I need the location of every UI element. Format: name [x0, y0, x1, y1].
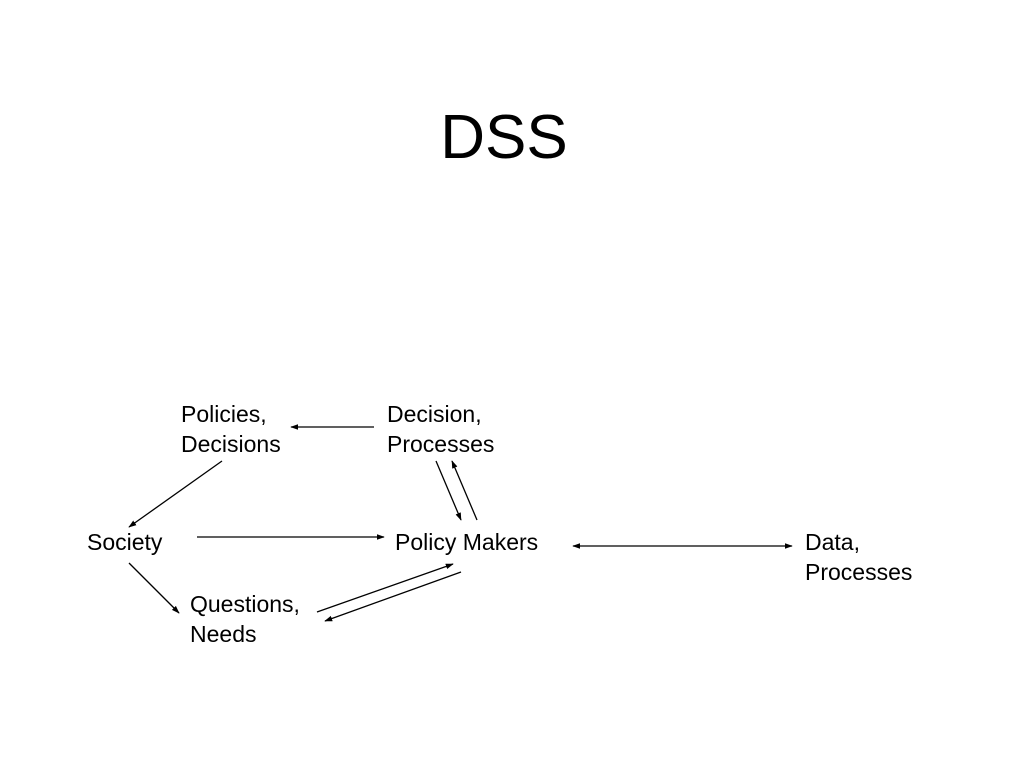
node-policies-decisions-line2: Decisions	[181, 431, 281, 457]
node-decision-processes: Decision, Processes	[387, 399, 494, 459]
node-policies-decisions-line1: Policies,	[181, 401, 267, 427]
node-society-label: Society	[87, 529, 163, 555]
arrow-policymakers-to-questions	[324, 571, 462, 622]
node-society: Society	[87, 527, 162, 557]
node-decision-processes-line2: Processes	[387, 431, 495, 457]
arrow-policymakers-to-decision	[451, 460, 478, 521]
node-data-processes-line2: Processes	[805, 559, 913, 585]
node-questions-needs: Questions, Needs	[190, 589, 300, 649]
node-data-processes: Data, Processes	[805, 527, 912, 587]
node-policy-makers: Policy Makers	[395, 527, 538, 557]
arrow-questions-to-policymakers	[316, 563, 454, 613]
arrow-society-to-questions	[128, 562, 180, 614]
node-questions-needs-line1: Questions,	[190, 591, 300, 617]
node-policy-makers-label: Policy Makers	[395, 529, 539, 555]
slide-title: DSS	[440, 103, 568, 172]
node-policies-decisions: Policies, Decisions	[181, 399, 281, 459]
arrow-decision-to-policymakers	[435, 460, 462, 521]
node-decision-processes-line1: Decision,	[387, 401, 482, 427]
node-questions-needs-line2: Needs	[190, 621, 257, 647]
arrow-policies-to-society	[128, 460, 223, 528]
node-data-processes-line1: Data,	[805, 529, 860, 555]
